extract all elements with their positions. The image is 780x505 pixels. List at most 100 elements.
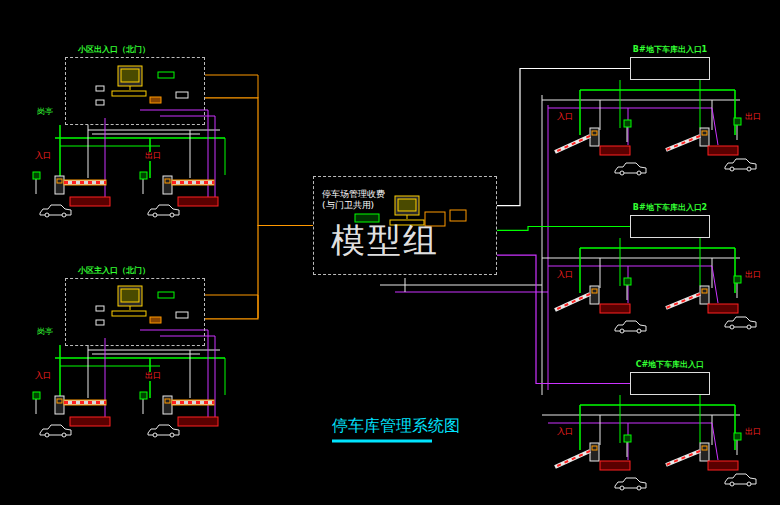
monitor-stand — [130, 86, 131, 90]
car-wheel — [730, 482, 734, 486]
barrier-arm — [666, 451, 700, 465]
lane-label: 入口 — [34, 372, 52, 381]
car-symbol — [148, 205, 179, 215]
wire — [55, 137, 225, 139]
barrier-stripe — [172, 401, 214, 404]
car-symbol — [148, 425, 179, 435]
sign-board — [734, 433, 741, 440]
lane-label: 岗亭 — [36, 328, 54, 337]
wire — [734, 90, 736, 135]
monitor-screen — [398, 199, 416, 211]
wire — [190, 130, 191, 178]
area-heading: B#地下车库出入口2 — [633, 203, 707, 213]
area-box: 小区主入口（北门） — [65, 278, 205, 346]
barrier-cabinet — [55, 396, 64, 414]
lane-label: 出口 — [144, 372, 162, 381]
car-wheel — [153, 213, 157, 217]
vehicle-detector — [600, 304, 630, 313]
vehicle-detector — [708, 146, 738, 155]
sign-pole — [627, 442, 628, 457]
car-wheel — [747, 482, 751, 486]
barrier-stripe — [555, 136, 590, 152]
lane-label: 岗亭 — [36, 108, 54, 117]
wire — [548, 266, 712, 267]
car-wheel — [620, 171, 624, 175]
wire — [60, 366, 160, 367]
wire — [542, 100, 740, 101]
car-symbol — [725, 159, 756, 169]
controller — [150, 97, 161, 103]
sign-board — [734, 118, 741, 125]
wire — [160, 336, 215, 337]
sign-pole — [143, 399, 144, 414]
vehicle-detector — [600, 146, 630, 155]
device — [96, 100, 104, 105]
wire — [205, 75, 258, 76]
monitor-screen — [121, 289, 139, 302]
car-wheel — [45, 433, 49, 437]
vehicle-detector — [600, 461, 630, 470]
wire — [712, 423, 718, 460]
cabinet-panel — [702, 446, 707, 450]
sign-board — [140, 172, 147, 179]
car-symbol — [725, 474, 756, 484]
cabinet-panel — [57, 179, 62, 183]
car-symbol — [615, 478, 646, 488]
car-wheel — [62, 213, 66, 217]
monitor — [118, 66, 142, 86]
wire — [542, 258, 740, 259]
cabinet-panel — [592, 289, 597, 293]
area-box: B#地下车库出入口2 — [630, 215, 710, 238]
wire — [88, 345, 89, 398]
wire — [92, 354, 200, 355]
wire — [395, 292, 548, 293]
wire — [60, 146, 160, 147]
sign-board — [734, 276, 741, 283]
controller — [150, 317, 161, 323]
wire — [600, 258, 601, 288]
barrier-cabinet — [590, 286, 599, 304]
car-symbol — [40, 205, 71, 215]
wire — [580, 247, 735, 249]
wire — [92, 134, 200, 135]
cable-connector — [497, 227, 630, 231]
cabinet-panel — [165, 399, 170, 403]
sign-pole — [737, 283, 738, 298]
wire — [580, 89, 735, 91]
vehicle-detector — [708, 461, 738, 470]
sign-board — [624, 435, 631, 442]
wire — [600, 415, 601, 445]
barrier-cabinet — [163, 396, 172, 414]
device — [96, 86, 104, 91]
keyboard — [112, 91, 146, 96]
barrier-arm — [172, 180, 214, 185]
cable-connector — [497, 255, 630, 383]
wire — [55, 357, 225, 359]
barrier-arm — [555, 136, 590, 152]
cabinet-panel — [165, 179, 170, 183]
car-wheel — [637, 329, 641, 333]
car-symbol — [615, 163, 646, 173]
cabinet-panel — [57, 399, 62, 403]
lane-label: 出口 — [144, 152, 162, 161]
wire — [548, 105, 549, 390]
sign-board — [624, 278, 631, 285]
lane-label: 出口 — [744, 113, 762, 122]
wire — [215, 336, 216, 417]
wire — [59, 125, 61, 178]
area-box: C#地下车库出入口 — [630, 372, 710, 395]
barrier-stripe — [172, 181, 214, 184]
sign-board — [140, 392, 147, 399]
wire — [700, 80, 701, 128]
barrier-cabinet — [590, 443, 599, 461]
wire — [59, 345, 61, 398]
wire — [548, 423, 712, 424]
area-heading: 小区出入口（北门） — [78, 45, 150, 55]
barrier-stripe — [666, 136, 700, 150]
wire — [580, 404, 735, 406]
barrier-cabinet — [590, 128, 599, 146]
keyboard — [112, 311, 146, 316]
barrier-stripe — [64, 401, 106, 404]
sign-pole — [627, 127, 628, 142]
wire — [712, 266, 718, 303]
